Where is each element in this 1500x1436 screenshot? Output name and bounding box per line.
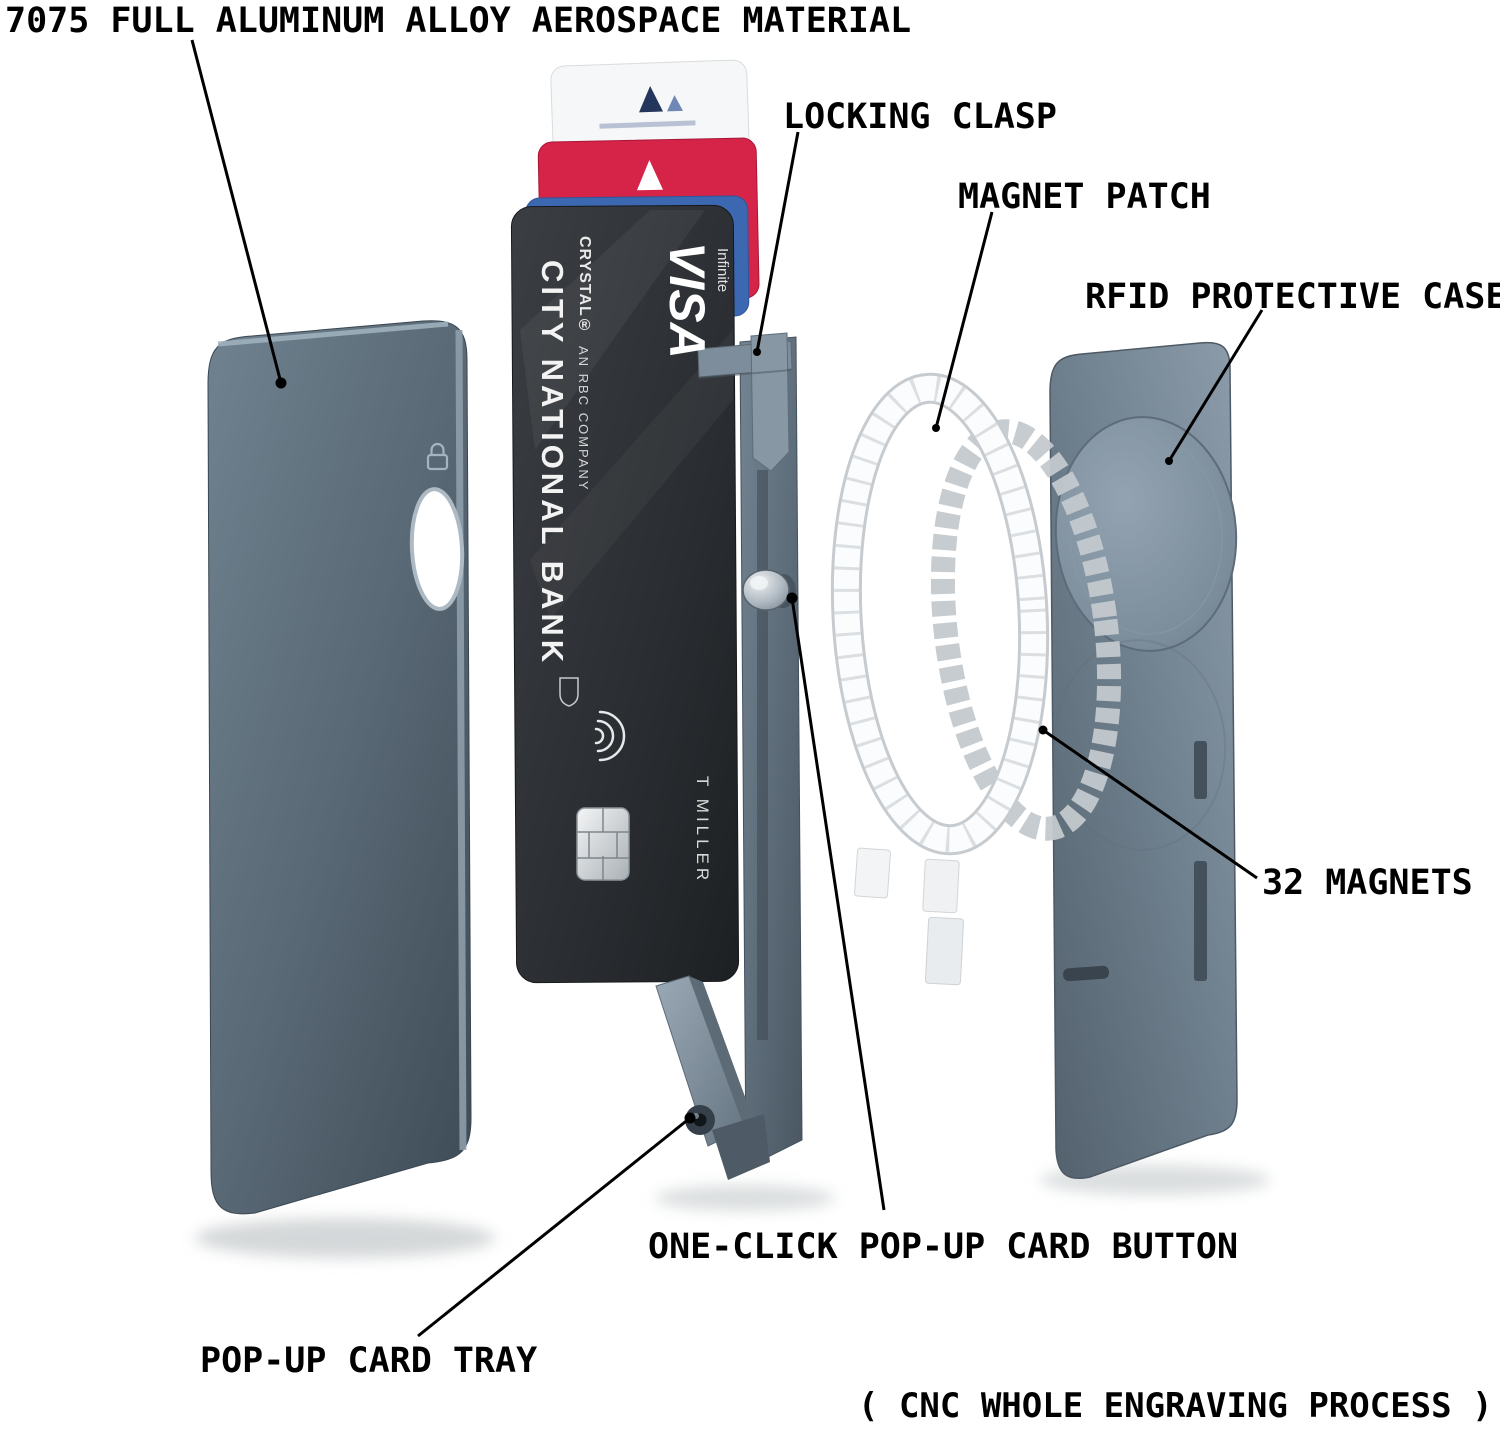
locking-clasp xyxy=(697,332,793,472)
leader-dots xyxy=(275,348,1173,1124)
contactless-icon xyxy=(594,710,626,762)
label-popup-tray: POP-UP CARD TRAY xyxy=(200,1341,538,1381)
case-tab-upper xyxy=(1194,741,1207,799)
popup-tray xyxy=(655,975,770,1180)
magnet-patches xyxy=(854,847,965,986)
label-magnet-patch: MAGNET PATCH xyxy=(958,177,1211,217)
bank-crest-icon xyxy=(559,677,579,707)
aluminum-plate xyxy=(207,320,472,1215)
case-tab-lower xyxy=(1194,861,1207,981)
popup-button xyxy=(742,569,796,611)
lock-icon xyxy=(426,442,449,471)
thumb-cutout xyxy=(409,487,465,611)
rfid-case xyxy=(1049,341,1238,1179)
label-popup-button: ONE-CLICK POP-UP CARD BUTTON xyxy=(648,1227,1239,1267)
leader-lines xyxy=(190,39,1264,1338)
label-locking-clasp: LOCKING CLASP xyxy=(783,97,1057,137)
label-rfid-case: RFID PROTECTIVE CASE xyxy=(1085,277,1500,317)
label-material: 7075 FULL ALUMINUM ALLOY AEROSPACE MATER… xyxy=(5,1,912,41)
magnet-ring-assembly xyxy=(830,372,1122,856)
case-slot xyxy=(1063,965,1110,982)
label-32-magnets: 32 MAGNETS xyxy=(1262,863,1473,903)
label-cnc-note: ( CNC WHOLE ENGRAVING PROCESS ) xyxy=(858,1386,1493,1426)
visa-card xyxy=(510,204,740,984)
